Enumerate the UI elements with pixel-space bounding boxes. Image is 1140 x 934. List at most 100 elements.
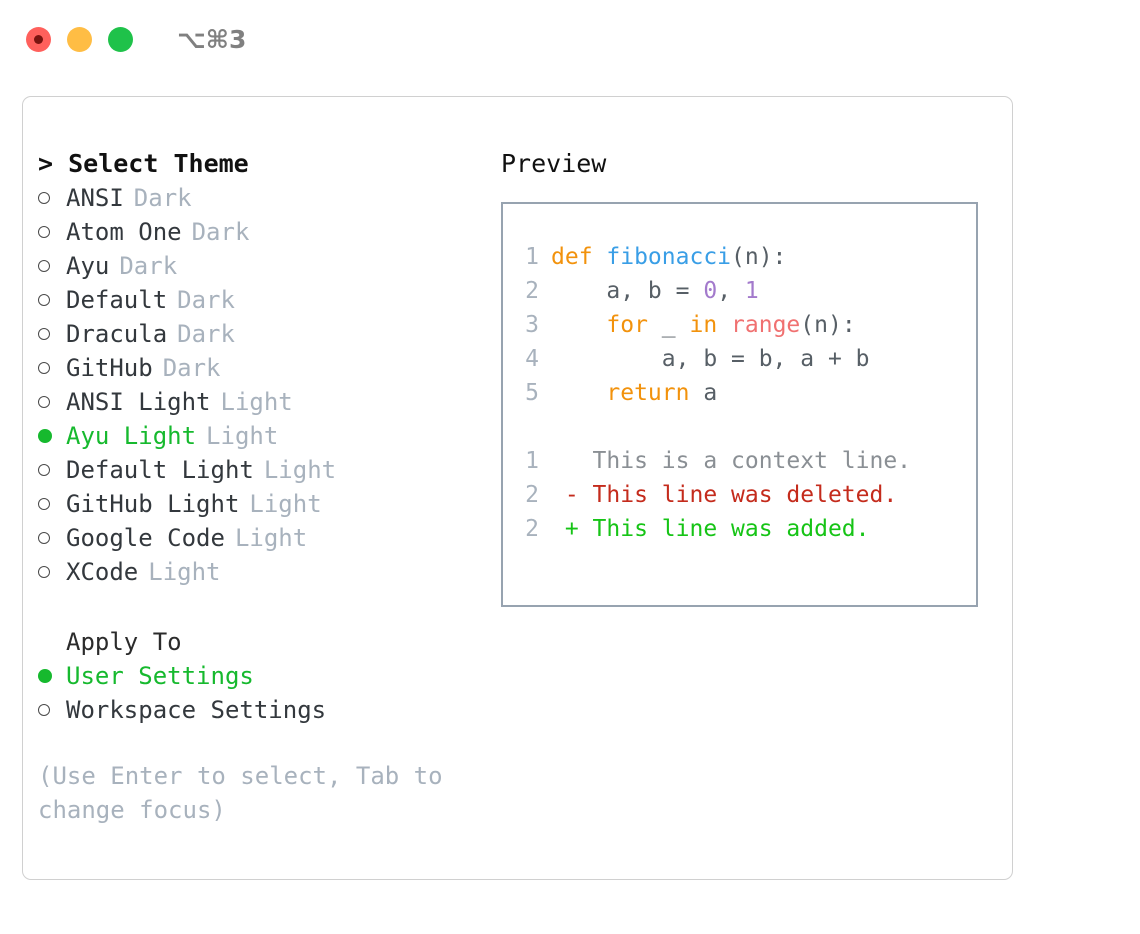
line-number: 5 <box>525 380 539 406</box>
radio-circle <box>38 260 50 272</box>
line-number: 2 <box>525 278 539 304</box>
theme-name: Ayu <box>66 252 110 280</box>
radio-circle <box>38 669 52 683</box>
radio-unselected-icon[interactable] <box>38 464 66 476</box>
theme-name: Ayu Light <box>66 422 197 450</box>
theme-name: Atom One <box>66 218 182 246</box>
code-token: for <box>606 312 648 338</box>
theme-kind-badge: Light <box>206 422 279 450</box>
theme-name: Dracula <box>66 320 168 348</box>
theme-kind-badge: Light <box>220 388 293 416</box>
radio-circle <box>38 532 50 544</box>
code-token: in <box>689 312 718 338</box>
theme-option-atom-one[interactable]: Atom One Dark <box>38 215 478 249</box>
preview-spacer <box>515 410 976 444</box>
radio-circle <box>38 192 50 204</box>
theme-option-ayu-light[interactable]: Ayu Light Light <box>38 419 478 453</box>
theme-option-github[interactable]: GitHub Dark <box>38 351 478 385</box>
radio-circle <box>38 396 50 408</box>
theme-kind-badge: Light <box>249 490 322 518</box>
theme-name: Google Code <box>66 524 225 552</box>
code-token: fibonacci <box>606 244 732 270</box>
code-token: def <box>551 244 607 270</box>
theme-name: ANSI Light <box>66 388 211 416</box>
code-token: a <box>689 380 718 406</box>
code-token: _ <box>647 312 690 338</box>
close-button[interactable] <box>26 26 51 52</box>
apply-to-option-workspace-settings[interactable]: Workspace Settings <box>38 693 478 727</box>
radio-circle <box>38 328 50 340</box>
keyboard-hint-text: (Use Enter to select, Tab to change focu… <box>38 762 443 824</box>
code-token: 1 <box>744 278 759 304</box>
preview-heading: Preview <box>501 149 607 178</box>
theme-name: GitHub Light <box>66 490 240 518</box>
minimize-button[interactable] <box>67 26 92 52</box>
code-line: 5 return a <box>515 376 976 410</box>
radio-unselected-icon[interactable] <box>38 532 66 544</box>
theme-name: GitHub <box>66 354 153 382</box>
code-token: (n): <box>800 312 856 338</box>
radio-selected-icon[interactable] <box>38 669 66 683</box>
code-token <box>551 380 606 406</box>
radio-circle <box>38 464 50 476</box>
theme-name: ANSI <box>66 184 124 212</box>
theme-kind-badge: Dark <box>177 286 235 314</box>
code-token <box>551 312 606 338</box>
maximize-button[interactable] <box>108 26 133 52</box>
theme-kind-badge: Light <box>234 524 308 552</box>
theme-kind-badge: Light <box>263 456 337 484</box>
radio-unselected-icon[interactable] <box>38 498 66 510</box>
code-line: 4 a, b = b, a + b <box>515 342 976 376</box>
radio-circle <box>38 498 50 510</box>
code-token: a, b = b, a + b <box>551 346 870 372</box>
diff-sample: 1 This is a context line.2 - This line w… <box>515 444 976 546</box>
theme-kind-badge: Dark <box>133 184 192 212</box>
diff-text: This is a context line. <box>551 448 912 474</box>
radio-unselected-icon[interactable] <box>38 226 66 238</box>
theme-option-ayu[interactable]: Ayu Dark <box>38 249 478 283</box>
theme-option-dracula[interactable]: Dracula Dark <box>38 317 478 351</box>
radio-unselected-icon[interactable] <box>38 192 66 204</box>
theme-kind-badge: Dark <box>119 252 178 280</box>
radio-unselected-icon[interactable] <box>38 362 66 374</box>
theme-option-github-light[interactable]: GitHub Light Light <box>38 487 478 521</box>
radio-unselected-icon[interactable] <box>38 294 66 306</box>
theme-kind-badge: Dark <box>162 354 221 382</box>
select-theme-heading: > Select Theme <box>38 149 249 178</box>
line-number: 1 <box>525 244 539 270</box>
line-number: 2 <box>525 482 539 508</box>
code-token: a, b = <box>551 278 704 304</box>
theme-option-ansi[interactable]: ANSI Dark <box>38 181 478 215</box>
line-number: 4 <box>525 346 539 372</box>
radio-unselected-icon[interactable] <box>38 260 66 272</box>
theme-name: XCode <box>66 558 139 586</box>
theme-kind-badge: Dark <box>191 218 250 246</box>
code-token <box>717 312 731 338</box>
radio-unselected-icon[interactable] <box>38 566 66 578</box>
theme-option-google-code[interactable]: Google Code Light <box>38 521 478 555</box>
radio-unselected-icon[interactable] <box>38 396 66 408</box>
code-line: 3 for _ in range(n): <box>515 308 976 342</box>
apply-to-label: User Settings <box>66 662 254 690</box>
theme-kind-badge: Dark <box>177 320 235 348</box>
theme-option-ansi-light[interactable]: ANSI Light Light <box>38 385 478 419</box>
diff-text: + This line was added. <box>551 516 870 542</box>
apply-to-option-user-settings[interactable]: User Settings <box>38 659 478 693</box>
radio-unselected-icon[interactable] <box>38 704 66 716</box>
line-number: 2 <box>525 516 539 542</box>
radio-unselected-icon[interactable] <box>38 328 66 340</box>
code-token: range <box>731 312 801 338</box>
radio-circle <box>38 704 50 716</box>
apply-to-heading: Apply To <box>66 628 182 656</box>
radio-selected-icon[interactable] <box>38 429 66 443</box>
